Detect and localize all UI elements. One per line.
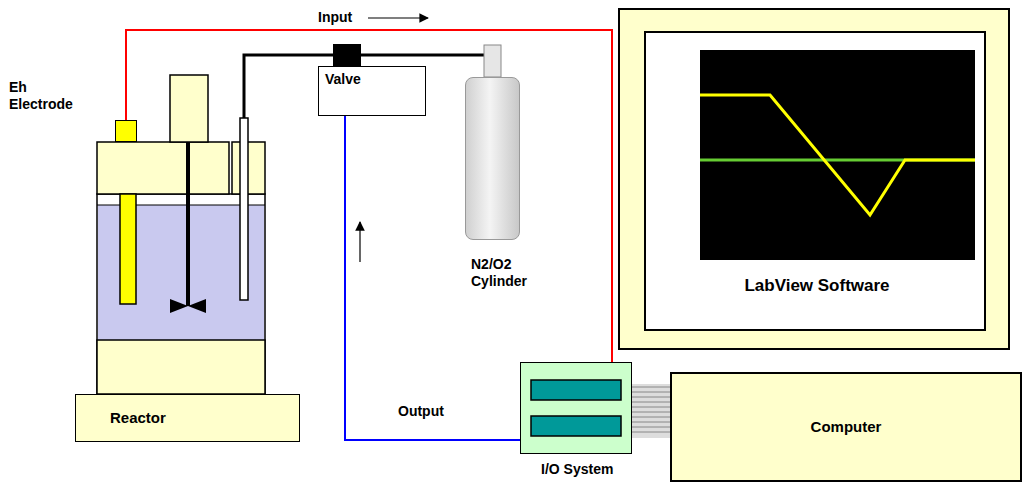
io-slot [531, 416, 621, 436]
stirrer-motor [170, 75, 208, 142]
gas-cylinder: N2/O2 Cylinder [465, 77, 520, 240]
node-label: Computer [811, 418, 882, 436]
reactor-lid [97, 142, 229, 194]
node-label: Reactor [110, 409, 166, 427]
reactor-bottom [97, 340, 265, 394]
computer-base: Computer [670, 372, 1022, 482]
eh-trace [700, 95, 975, 215]
signal-label: Output [398, 403, 444, 420]
plot-area [700, 50, 975, 260]
output-direction-arrow [359, 222, 360, 262]
node-label: Valve [325, 71, 425, 88]
node-label: LabView Software [647, 276, 987, 296]
gas-tube [240, 118, 248, 300]
reactor-base: Reactor [75, 394, 300, 442]
node-label: N2/O2 Cylinder [471, 256, 527, 290]
signal-label: Input [318, 9, 352, 26]
io-slot [531, 380, 621, 400]
ribbon-wires [632, 387, 672, 432]
computer-monitor: LabView Software [618, 8, 1010, 350]
valve-box: Valve [318, 66, 426, 116]
impeller [170, 299, 206, 313]
stirrer-shaft [186, 142, 190, 306]
cylinder-neck [484, 45, 501, 77]
electrode-rod [120, 194, 136, 304]
io-system: I/O System [520, 362, 632, 454]
gas-line [244, 55, 484, 118]
monitor-frame [618, 8, 1010, 350]
electrode-cap: Eh Electrode [115, 120, 137, 142]
node-label: I/O System [541, 461, 613, 478]
node-label: Eh Electrode [9, 79, 87, 113]
input-direction-arrow [368, 17, 428, 18]
signal-line [126, 30, 612, 362]
io-body [520, 362, 632, 454]
valve-body [333, 44, 361, 66]
ribbon-cable [632, 384, 672, 438]
